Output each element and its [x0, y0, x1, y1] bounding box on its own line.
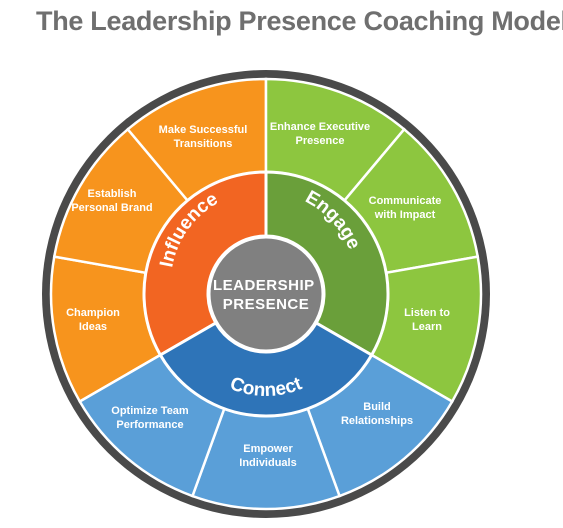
pillar-ring [142, 170, 390, 418]
center-label: LEADERSHIP PRESENCE [213, 277, 319, 313]
outcome-line: Build [363, 401, 391, 413]
outcome-line: Empower [243, 443, 293, 455]
outcome-line: Enhance Executive [270, 121, 370, 133]
outcome-line: with Impact [374, 209, 436, 221]
outcome-label-listen-to-learn: Listen to Learn [404, 307, 450, 333]
outcome-line: Make Successful [159, 124, 248, 136]
outcome-line: Ideas [79, 321, 107, 333]
outcome-line: Performance [116, 419, 183, 431]
outcome-line: Personal Brand [71, 202, 152, 214]
outcome-line: Optimize Team [111, 405, 189, 417]
outcome-line: Champion [66, 307, 120, 319]
center-label-line: PRESENCE [223, 296, 310, 313]
center-label-line: LEADERSHIP [213, 277, 314, 294]
outcome-line: Learn [412, 321, 442, 333]
outcome-line: Establish [88, 188, 137, 200]
title-text: The Leadership Presence Coaching Model [36, 6, 563, 36]
outcome-line: Relationships [341, 415, 413, 427]
outcome-line: Communicate [369, 195, 442, 207]
center-hub [207, 235, 325, 353]
page-title: The Leadership Presence Coaching Model™ [36, 6, 563, 37]
outcome-line: Presence [296, 135, 345, 147]
outcome-line: Listen to [404, 307, 450, 319]
outcome-line: Transitions [174, 138, 233, 150]
outcome-label-communicate-with-impact: Communicate with Impact [369, 195, 442, 221]
outcome-line: Individuals [239, 457, 296, 469]
